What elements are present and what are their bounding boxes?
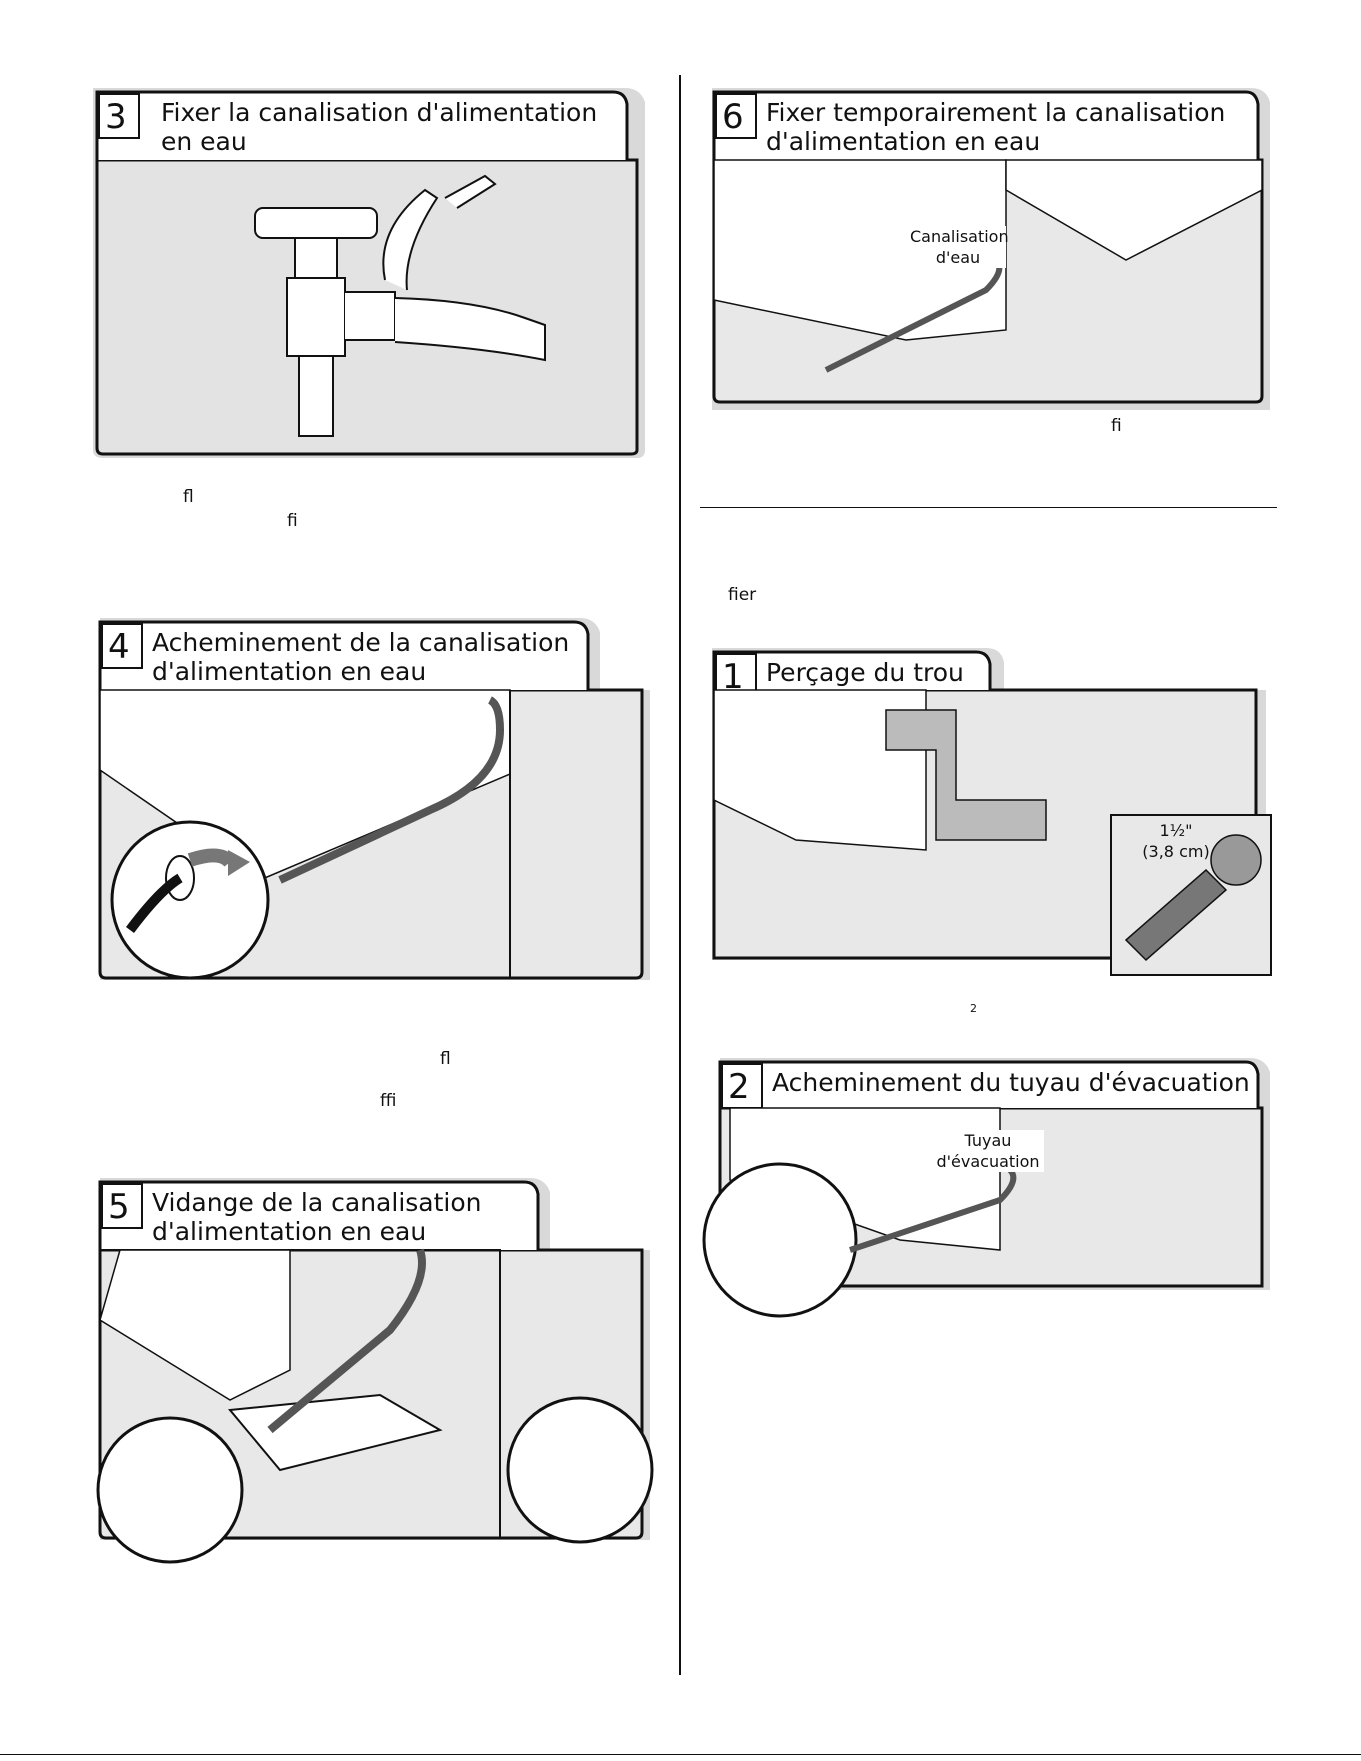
water-line-callout: Canalisation d'eau (910, 226, 1009, 268)
step-6-title-line1: Fixer temporairement la canalisation (766, 98, 1226, 127)
step-3-number: 3 (105, 97, 127, 137)
water-line-callout-line1: Canalisation (910, 227, 1009, 246)
step-3-title-line2: en eau (161, 127, 247, 156)
drain-step-1-number: 1 (722, 657, 744, 697)
hole-size-callout: 1½" (3,8 cm) (1138, 820, 1214, 862)
step-4-title-line1: Acheminement de la canalisation (152, 628, 570, 657)
drain-step-2-title: Acheminement du tuyau d'évacuation (772, 1068, 1250, 1097)
step-3-title-line1: Fixer la canalisation d'alimentation (161, 98, 598, 127)
step-4-illustration (98, 618, 650, 980)
drain-step-2-number: 2 (728, 1067, 750, 1107)
drain-step-1-title: Perçage du trou (766, 658, 964, 687)
text-fragment-7: 2 (970, 1002, 977, 1015)
step-6-number: 6 (722, 97, 744, 137)
step-6-title-line2: d'alimentation en eau (766, 127, 1041, 156)
text-fragment-6: fier (728, 585, 757, 605)
step-5-title-line1: Vidange de la canalisation (152, 1188, 482, 1217)
step-4-title-line2: d'alimentation en eau (152, 657, 427, 686)
step-5-illustration (96, 1178, 654, 1564)
drain-hose-callout-line2: d'évacuation (936, 1152, 1040, 1171)
step-6-panel: 6 Fixer temporairement la canalisation d… (706, 80, 1276, 410)
step-6-illustration (712, 88, 1270, 410)
drain-step-1-illustration (712, 648, 1272, 976)
drain-step-1-panel: 1 Perçage du trou 1½" (3,8 cm) (706, 640, 1276, 980)
text-fragment-2: fi (287, 511, 298, 531)
page-bottom-rule (0, 1754, 1361, 1755)
text-fragment-5: fi (1111, 416, 1122, 436)
text-fragment-1: fl (183, 487, 194, 507)
text-fragment-3: fl (440, 1049, 451, 1069)
step-4-number: 4 (108, 627, 130, 667)
hole-size-imperial: 1½" (1159, 821, 1193, 840)
step-5-title-line2: d'alimentation en eau (152, 1217, 427, 1246)
step-4-panel: 4 Acheminement de la canalisation d'alim… (80, 610, 650, 990)
hole-size-metric: (3,8 cm) (1142, 842, 1210, 861)
section-rule (700, 507, 1277, 508)
step-5-number: 5 (108, 1187, 130, 1227)
water-line-callout-line2: d'eau (935, 248, 981, 267)
text-fragment-4: ffi (380, 1091, 397, 1111)
step-3-illustration (91, 88, 645, 458)
drain-hose-callout-line1: Tuyau (964, 1131, 1012, 1150)
step-3-panel: 3 Fixer la canalisation d'alimentation e… (85, 80, 645, 460)
step-5-panel: 5 Vidange de la canalisation d'alimentat… (80, 1170, 654, 1590)
column-divider (679, 75, 681, 1675)
drain-step-2-panel: 2 Acheminement du tuyau d'évacuation Tuy… (700, 1050, 1280, 1318)
drain-hose-callout: Tuyau d'évacuation (932, 1130, 1044, 1172)
